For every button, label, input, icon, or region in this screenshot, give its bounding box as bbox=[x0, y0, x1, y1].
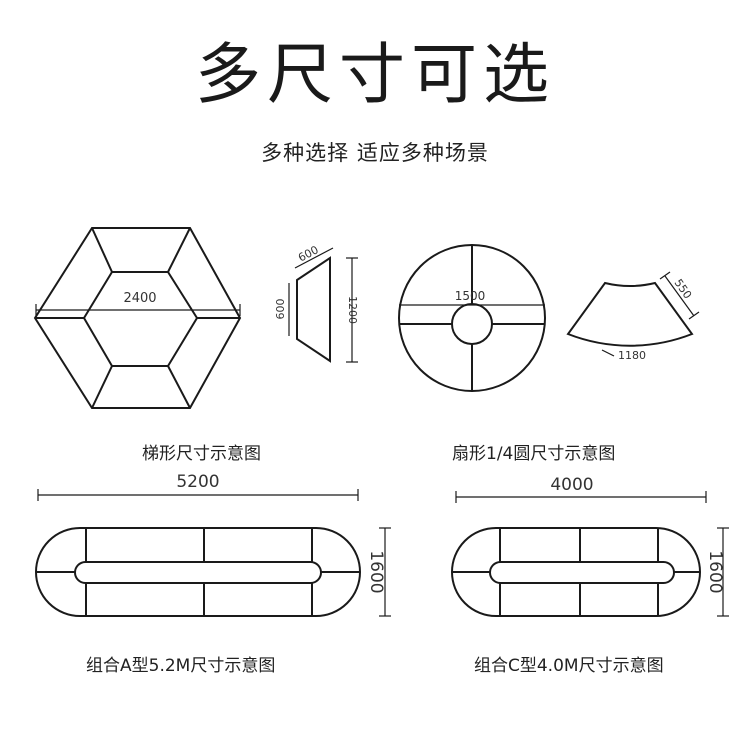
hexagon-divider bbox=[167, 365, 191, 409]
circle-inner bbox=[451, 303, 493, 345]
sector-arc-pointer bbox=[601, 349, 615, 357]
combo-a-caption: 组合A型5.2M尺寸示意图 bbox=[86, 656, 276, 676]
page-title: 多尺寸可选 bbox=[195, 36, 555, 113]
combo-c-caption: 组合C型4.0M尺寸示意图 bbox=[474, 656, 664, 676]
hexagon-inner bbox=[82, 271, 199, 367]
combo-a-height-label: 1600 bbox=[366, 550, 386, 593]
hexagon-divider bbox=[167, 227, 191, 273]
segment-long-label: 1200 bbox=[346, 296, 359, 324]
combo-c-length-label: 4000 bbox=[550, 475, 593, 495]
hexagon-diagram bbox=[33, 227, 242, 409]
hexagon-divider bbox=[91, 227, 113, 273]
dimension-tick bbox=[688, 311, 700, 320]
combo-a-length-label: 5200 bbox=[176, 472, 219, 492]
circle-diameter-label: 1500 bbox=[455, 289, 486, 303]
page-subtitle: 多种选择 适应多种场景 bbox=[261, 141, 489, 165]
combo-a-diagram bbox=[35, 489, 391, 617]
combo-c-inner bbox=[489, 561, 675, 584]
segment-dimension-top bbox=[294, 247, 334, 269]
sector-dimension-width bbox=[664, 275, 695, 317]
hexagon-width-label: 2400 bbox=[123, 291, 156, 306]
circle-diagram bbox=[398, 244, 546, 392]
sector-arc-label: 1180 bbox=[618, 349, 646, 362]
sector-diagram bbox=[566, 271, 700, 357]
combo-a-inner bbox=[74, 561, 322, 584]
segment-side-label: 600 bbox=[274, 299, 287, 320]
trapezoid-segment-diagram bbox=[288, 247, 358, 363]
dimension-tick bbox=[659, 271, 671, 280]
sector-piece bbox=[566, 281, 694, 347]
trapezoid-segment bbox=[296, 256, 331, 363]
combo-c-diagram bbox=[451, 491, 729, 617]
combo-c-height-label: 1600 bbox=[705, 550, 725, 593]
hexagon-divider bbox=[91, 365, 113, 409]
sector-caption: 扇形1/4圆尺寸示意图 bbox=[452, 444, 616, 464]
trapezoid-caption: 梯形尺寸示意图 bbox=[142, 444, 261, 464]
